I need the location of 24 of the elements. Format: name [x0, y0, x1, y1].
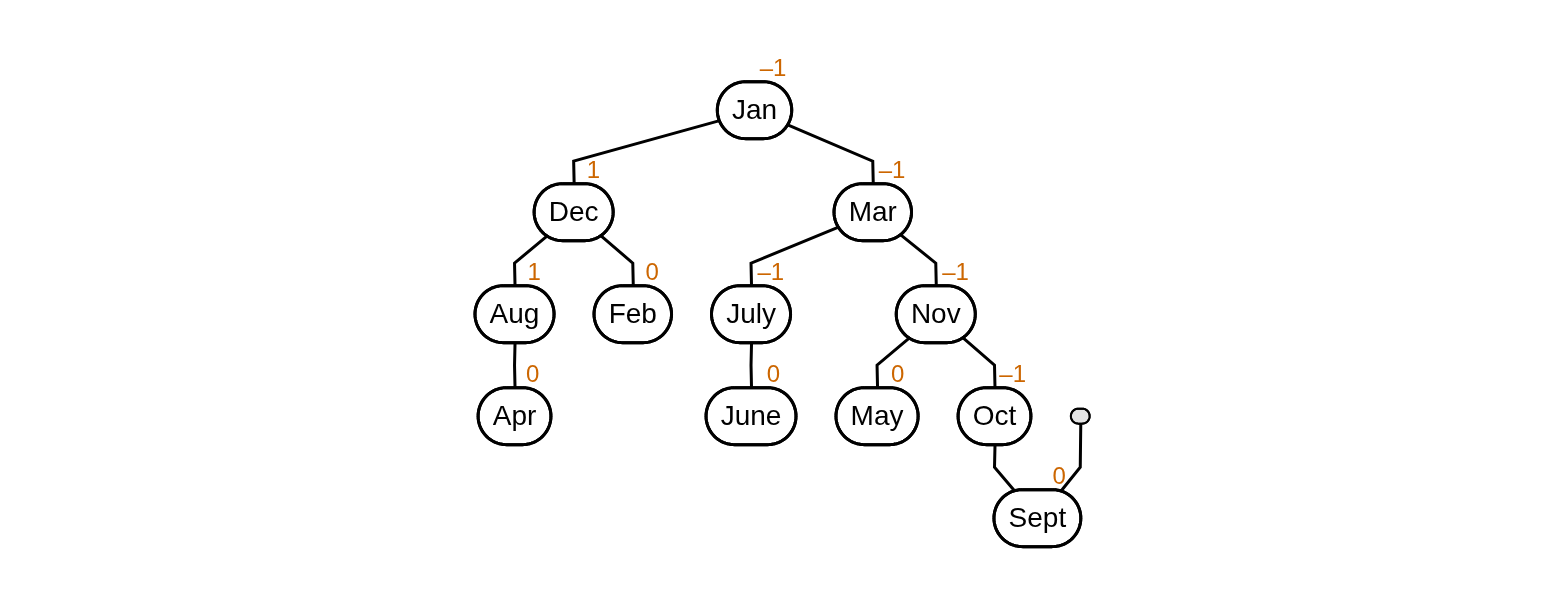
connector	[899, 233, 938, 286]
balance-factor: 1	[586, 155, 600, 183]
balance-factor: 0	[766, 359, 780, 387]
connector	[992, 444, 1016, 492]
balance-factor: –1	[999, 359, 1026, 387]
balance-factor: –1	[759, 53, 787, 81]
balance-factor: –1	[757, 257, 784, 285]
connector	[512, 234, 548, 286]
connector	[512, 342, 517, 388]
connector	[749, 342, 753, 388]
balance-factor: 0	[525, 359, 540, 387]
connector	[1059, 423, 1082, 492]
balance-factor: 0	[890, 359, 904, 387]
balance-factor: 1	[527, 257, 541, 285]
connector	[600, 234, 635, 286]
connector	[749, 225, 839, 286]
connector	[962, 336, 997, 388]
connector	[875, 336, 910, 388]
balance-factor: 0	[645, 257, 659, 285]
balance-factor: –1	[941, 257, 969, 285]
balance-factor: 0	[1052, 461, 1066, 489]
connector	[571, 118, 720, 184]
connector	[787, 123, 875, 184]
balance-factor: –1	[878, 155, 906, 183]
